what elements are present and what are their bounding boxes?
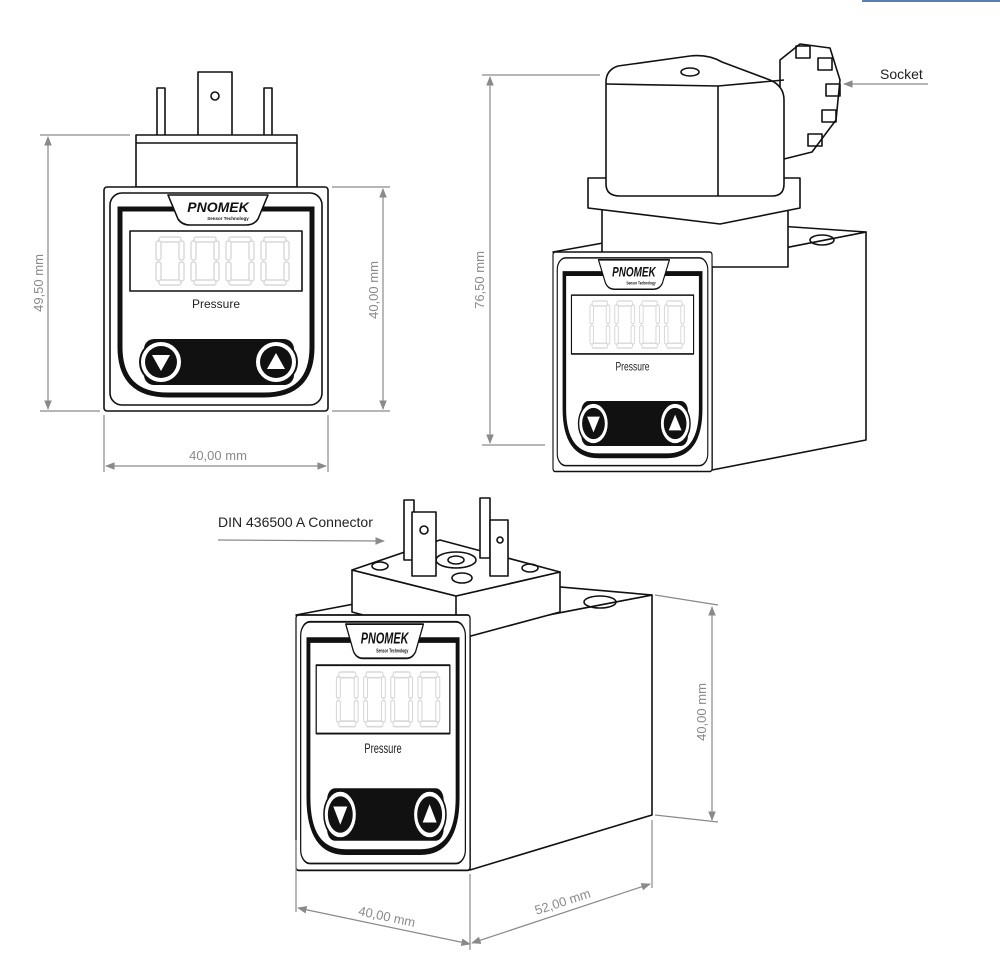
brand-tagline: Sensor Technology bbox=[626, 281, 656, 286]
brand-tagline: Sensor Technology bbox=[207, 216, 249, 221]
front-body-height-dim: 40,00 mm bbox=[366, 261, 381, 319]
brand-logo: PNOMEK bbox=[612, 264, 657, 280]
socket-view-height-dim: 76,50 mm bbox=[472, 251, 487, 309]
socket-callout: Socket bbox=[880, 66, 923, 82]
display-label: Pressure bbox=[364, 741, 401, 756]
brand-tagline: Sensor Technology bbox=[376, 648, 409, 654]
connector-view-height-dim: 40,00 mm bbox=[694, 683, 709, 741]
connector-view-width-dim: 40,00 mm bbox=[357, 903, 417, 930]
accent-bar bbox=[862, 0, 1000, 2]
brand-logo: PNOMEK bbox=[361, 629, 410, 647]
connector-view: PNOMEK Sensor Technology Pressure DIN 43… bbox=[217, 497, 719, 950]
front-width-dim: 40,00 mm bbox=[189, 448, 247, 463]
front-view: PNOMEK Sensor Technology Pressure 49,50 … bbox=[31, 71, 390, 472]
display-label: Pressure bbox=[192, 297, 240, 311]
connector-callout: DIN 436500 A Connector bbox=[218, 514, 373, 530]
socket-view: PNOMEK Sensor Technology Pressure 76,50 … bbox=[472, 43, 928, 472]
front-height-dim: 49,50 mm bbox=[31, 254, 46, 312]
display-label: Pressure bbox=[616, 361, 650, 374]
brand-logo: PNOMEK bbox=[187, 199, 249, 215]
